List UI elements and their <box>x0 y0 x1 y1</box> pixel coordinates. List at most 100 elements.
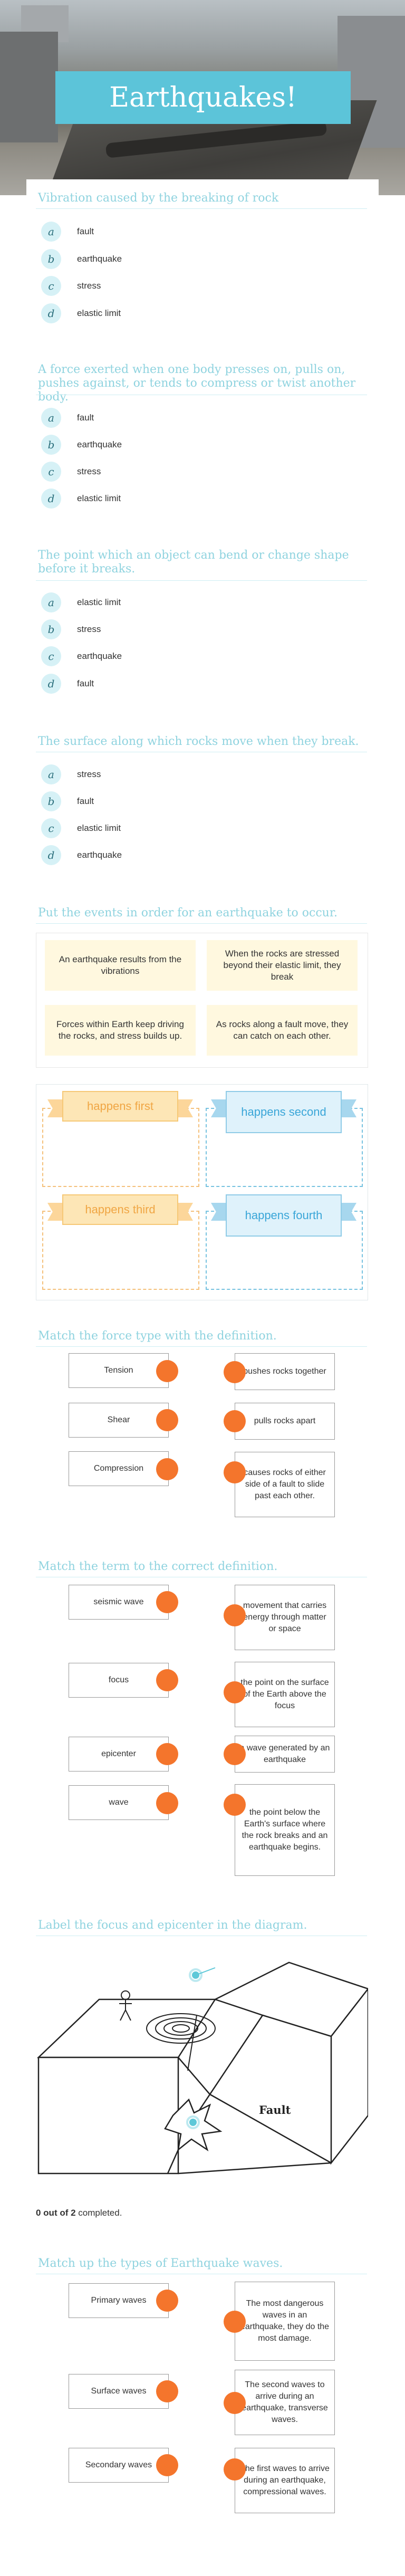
match-right-item[interactable]: The first waves to arrive during an eart… <box>235 2448 335 2513</box>
divider <box>36 1346 367 1347</box>
option-label: fault <box>77 796 94 806</box>
match-right-item[interactable]: The second waves to arrive during an ear… <box>235 2370 335 2435</box>
option-letter: d <box>41 489 61 509</box>
question-title: Vibration caused by the breaking of rock <box>38 191 279 205</box>
option-label: stress <box>77 769 101 779</box>
focus-marker[interactable] <box>189 2119 197 2126</box>
option-label: earthquake <box>77 651 122 661</box>
option-c[interactable]: c elastic limit <box>41 818 121 839</box>
match-right-item[interactable]: the point below the Earth's surface wher… <box>235 1784 335 1876</box>
option-letter: c <box>41 818 61 838</box>
option-label: earthquake <box>77 254 122 264</box>
option-label: stress <box>77 281 101 291</box>
match-left-item[interactable]: Shear <box>69 1403 169 1438</box>
question-title: The surface along which rocks move when … <box>38 735 359 748</box>
match-connector-dot[interactable] <box>224 1361 246 1383</box>
option-letter: d <box>41 845 61 865</box>
match-connector-dot[interactable] <box>156 1792 178 1814</box>
match-connector-dot[interactable] <box>224 1794 246 1816</box>
match-left-item[interactable]: Primary waves <box>69 2283 169 2318</box>
slot-label-fourth: happens fourth <box>226 1194 342 1237</box>
option-c[interactable]: c stress <box>41 461 101 482</box>
option-letter: a <box>41 592 61 612</box>
question-title: Match the term to the correct definition… <box>38 1560 278 1573</box>
option-label: elastic limit <box>77 823 121 833</box>
option-b[interactable]: b earthquake <box>41 248 122 270</box>
match-connector-dot[interactable] <box>224 1681 246 1703</box>
option-label: stress <box>77 466 101 476</box>
option-label: elastic limit <box>77 493 121 503</box>
match-connector-dot[interactable] <box>224 1743 246 1765</box>
match-connector-dot[interactable] <box>156 2454 178 2476</box>
match-connector-dot[interactable] <box>156 1409 178 1431</box>
option-letter: c <box>41 276 61 296</box>
option-a[interactable]: a fault <box>41 221 94 242</box>
match-connector-dot[interactable] <box>224 2458 246 2481</box>
option-letter: c <box>41 462 61 482</box>
draggable-card[interactable]: Forces within Earth keep driving the roc… <box>45 1005 196 1056</box>
match-right-item[interactable]: pushes rocks together <box>235 1353 335 1390</box>
match-connector-dot[interactable] <box>156 1669 178 1691</box>
match-connector-dot[interactable] <box>156 2380 178 2402</box>
question-title: Put the events in order for an earthquak… <box>38 906 338 920</box>
match-connector-dot[interactable] <box>156 1591 178 1613</box>
match-left-item[interactable]: Secondary waves <box>69 2448 169 2483</box>
match-right-item[interactable]: the point on the surface of the Earth ab… <box>235 1662 335 1727</box>
option-letter: a <box>41 408 61 428</box>
slot-label-second: happens second <box>226 1091 342 1133</box>
option-label: stress <box>77 624 101 634</box>
option-d[interactable]: d elastic limit <box>41 488 121 509</box>
match-right-item[interactable]: pulls rocks apart <box>235 1403 335 1440</box>
match-connector-dot[interactable] <box>224 1410 246 1432</box>
draggable-card[interactable]: An earthquake results from the vibration… <box>45 940 196 991</box>
draggable-card[interactable]: When the rocks are stressed beyond their… <box>207 940 358 991</box>
match-connector-dot[interactable] <box>224 2392 246 2414</box>
option-label: fault <box>77 226 94 236</box>
match-connector-dot[interactable] <box>156 1743 178 1765</box>
draggable-card[interactable]: As rocks along a fault move, they can ca… <box>207 1005 358 1056</box>
fault-diagram-svg: Fault <box>36 1961 370 2175</box>
slot-label-third: happens third <box>62 1194 178 1225</box>
match-left-item[interactable]: epicenter <box>69 1737 169 1771</box>
option-letter: a <box>41 222 61 242</box>
match-right-item[interactable]: The most dangerous waves in an earthquak… <box>235 2282 335 2361</box>
match-right-item[interactable]: movement that carries energy through mat… <box>235 1585 335 1650</box>
match-right-item[interactable]: a wave generated by an earthquake <box>235 1736 335 1773</box>
match-connector-dot[interactable] <box>156 1458 178 1480</box>
match-left-item[interactable]: Compression <box>69 1451 169 1486</box>
match-connector-dot[interactable] <box>224 1461 246 1483</box>
match-left-item[interactable]: Surface waves <box>69 2374 169 2409</box>
completed-suffix: completed. <box>75 2208 122 2218</box>
option-a[interactable]: a elastic limit <box>41 592 121 613</box>
option-letter: b <box>41 249 61 269</box>
match-left-item[interactable]: wave <box>69 1785 169 1820</box>
match-right-item[interactable]: causes rocks of either side of a fault t… <box>235 1452 335 1517</box>
match-connector-dot[interactable] <box>224 2311 246 2333</box>
divider <box>36 208 367 209</box>
match-connector-dot[interactable] <box>224 1604 246 1626</box>
completed-count: 0 out of 2 <box>36 2208 76 2218</box>
question-title: Match up the types of Earthquake waves. <box>38 2257 283 2270</box>
fault-diagram[interactable]: Fault <box>36 1952 370 2200</box>
option-label: elastic limit <box>77 308 121 318</box>
match-left-item[interactable]: focus <box>69 1663 169 1698</box>
match-left-item[interactable]: Tension <box>69 1353 169 1388</box>
question-title: The point which an object can bend or ch… <box>38 549 349 576</box>
divider <box>36 923 367 924</box>
option-label: elastic limit <box>77 597 121 607</box>
option-label: earthquake <box>77 439 122 449</box>
match-connector-dot[interactable] <box>156 2290 178 2312</box>
match-connector-dot[interactable] <box>156 1360 178 1382</box>
question-title: Label the focus and epicenter in the dia… <box>38 1919 307 1932</box>
option-c[interactable]: c stress <box>41 275 101 296</box>
match-left-item[interactable]: seismic wave <box>69 1585 169 1620</box>
